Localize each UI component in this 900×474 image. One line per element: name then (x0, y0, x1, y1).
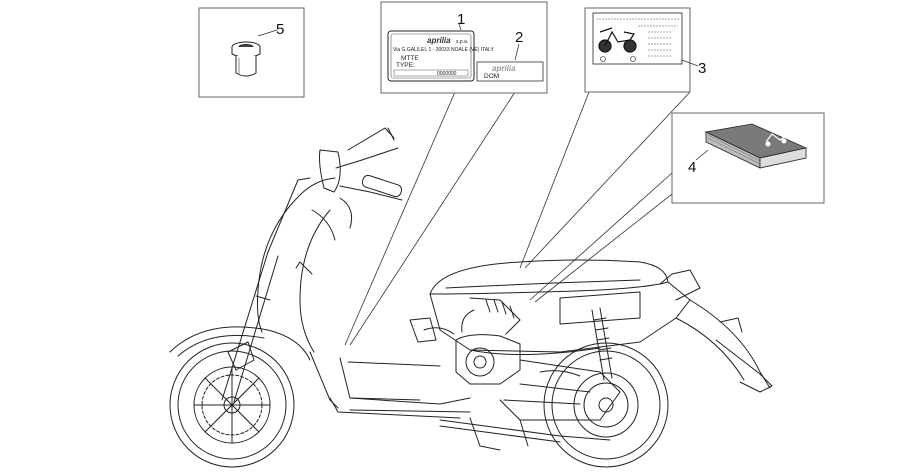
frame (309, 351, 339, 409)
rear-rack (659, 269, 701, 301)
floorboard (339, 357, 471, 405)
callout-1: 1 (457, 11, 465, 28)
brand-sticker: aprilia DOM (476, 61, 544, 82)
leader-line-4a (529, 172, 673, 301)
plate-spa: s.p.a. (456, 39, 468, 45)
plate-address: Via G.GALILEI, 1 - 30033 NOALE (VE) ITAL… (393, 47, 495, 53)
leader-line-1 (344, 91, 456, 346)
sticker-sub: DOM (484, 73, 499, 80)
plate-model: MTTE (401, 55, 419, 62)
front-fork (221, 177, 311, 403)
centre-stand (469, 417, 529, 451)
plate-type: TYPE: (396, 62, 415, 69)
leader-line-3b (524, 91, 691, 269)
rear-shock (591, 307, 613, 381)
scooter-drawing (169, 127, 773, 468)
exhaust (439, 419, 611, 441)
manual-book-icon (704, 123, 808, 169)
callout-3: 3 (698, 60, 706, 77)
parts-1-2-box: aprilia s.p.a. Via G.GALILEI, 1 - 30033 … (380, 1, 548, 94)
leg-shield-inner (299, 209, 331, 353)
handlebar (311, 127, 403, 241)
plate-brand: aprilia (427, 36, 451, 45)
plate-serial: 0000000 (437, 71, 457, 77)
pressure-decal (592, 12, 683, 65)
callout-5: 5 (276, 21, 284, 38)
front-fender (169, 326, 311, 361)
leader-lines (344, 91, 701, 346)
cap-icon (231, 41, 261, 77)
part-4-box: 4 (671, 112, 825, 204)
seat (429, 259, 669, 295)
leader-line-2 (349, 91, 516, 346)
leg-shield (257, 194, 301, 333)
part-5-box: 5 (198, 7, 305, 98)
leader-line-3a (519, 91, 590, 269)
body-panel (429, 281, 691, 353)
sticker-brand: aprilia (492, 64, 516, 73)
rear-wheel (543, 342, 669, 468)
mini-scooter-icon (598, 27, 637, 53)
engine (409, 297, 621, 421)
callout-2: 2 (515, 29, 523, 46)
callout-4: 4 (688, 159, 696, 176)
identification-plate: aprilia s.p.a. Via G.GALILEI, 1 - 30033 … (387, 30, 495, 82)
part-3-box: 3 (584, 7, 706, 93)
